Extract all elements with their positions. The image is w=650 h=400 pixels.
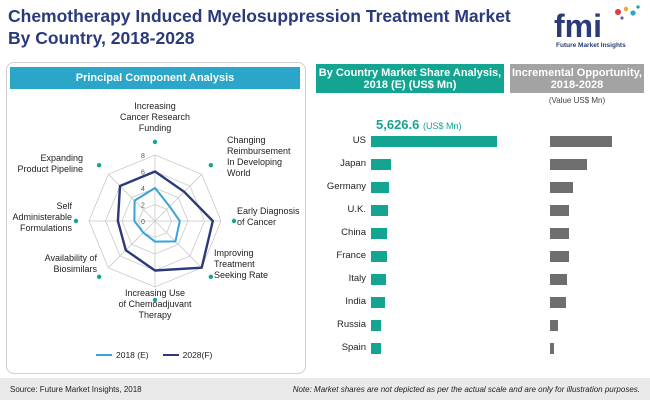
radar-axis-label: Early Diagnosis	[237, 206, 300, 216]
radar-series-0	[133, 187, 181, 243]
pca-banner: Principal Component Analysis	[10, 67, 300, 89]
radar-axis-label: Therapy	[138, 310, 172, 320]
share-bar	[371, 205, 388, 216]
logo-tagline: Future Market Insights	[556, 42, 626, 49]
country-label: France	[336, 250, 366, 261]
radar-axis-label: Expanding	[40, 153, 83, 163]
incremental-bar	[550, 251, 569, 262]
radar-axis-label: Formulations	[20, 223, 73, 233]
share-bar	[371, 274, 386, 285]
radar-axis-label: Improving	[214, 248, 254, 258]
country-label: Germany	[326, 181, 366, 192]
radar-axis-label: Availability of	[45, 253, 98, 263]
radar-series-1	[116, 170, 215, 272]
country-label: China	[341, 227, 366, 238]
radar-axis-label: Administerable	[12, 212, 72, 222]
radar-tick-label: 2	[141, 203, 145, 210]
radar-axis-label: Seeking Rate	[214, 270, 268, 280]
us-unit: (US$ Mn)	[423, 121, 462, 131]
share-bar	[371, 297, 385, 308]
radar-spoke	[108, 174, 156, 222]
country-label: U.K.	[347, 204, 366, 215]
radar-axis-label: Self	[56, 201, 72, 211]
incremental-bar	[550, 159, 588, 170]
radar-axis-marker	[208, 274, 214, 280]
radar-legend: 2018 (E) 2028(F)	[96, 350, 212, 360]
radar-tick-label: 4	[141, 186, 145, 193]
legend-label-2018: 2018 (E)	[116, 350, 149, 360]
radar-spoke	[154, 220, 202, 268]
footer: Source: Future Market Insights, 2018 Not…	[0, 378, 650, 400]
share-bar	[371, 320, 381, 331]
country-label: US	[352, 135, 366, 146]
radar-axis-marker	[208, 162, 214, 168]
radar-tick-label: 0	[141, 219, 145, 226]
legend-label-2028: 2028(F)	[182, 350, 213, 360]
incremental-bar	[550, 274, 568, 285]
share-bar	[371, 159, 391, 170]
radar-spoke	[108, 220, 156, 268]
share-bar	[371, 251, 387, 262]
incremental-bar	[550, 320, 559, 331]
legend-item-2018: 2018 (E)	[96, 350, 149, 360]
radar-axis-label: Cancer Research	[120, 112, 190, 122]
radar-spoke	[154, 174, 202, 222]
legend-item-2028: 2028(F)	[162, 350, 213, 360]
radar-axis-marker	[73, 218, 79, 224]
incremental-bar	[550, 205, 569, 216]
us-value: 5,626.6	[376, 117, 420, 132]
legend-swatch-2018	[96, 354, 112, 356]
radar-axis-marker	[96, 162, 102, 168]
radar-axis-marker	[231, 218, 237, 224]
radar-axis-marker	[152, 297, 158, 303]
radar-axis-label: In Developing	[227, 157, 282, 167]
share-bar	[371, 228, 388, 239]
radar-axis-label: Product Pipeline	[17, 164, 83, 174]
radar-axis-label: Changing	[227, 135, 266, 145]
radar-axis-label: Funding	[139, 123, 172, 133]
radar-tick-label: 6	[141, 170, 145, 177]
country-label: Japan	[340, 158, 366, 169]
radar-axis-label: of Chemoadjuvant	[118, 299, 192, 309]
footer-source: Source: Future Market Insights, 2018	[10, 384, 142, 394]
pca-panel	[6, 62, 306, 374]
radar-axis-label: Increasing	[134, 101, 176, 111]
country-label: Russia	[336, 319, 366, 330]
incremental-bar	[550, 343, 555, 354]
us-data-label: 5,626.6 (US$ Mn)	[376, 117, 462, 132]
legend-swatch-2028	[162, 354, 179, 356]
incremental-banner: Incremental Opportunity, 2018-2028	[510, 64, 644, 93]
radar-axis-label: Reimbursement	[227, 146, 291, 156]
incremental-bar	[550, 297, 566, 308]
incremental-bar	[550, 136, 612, 147]
radar-axis-label: Biosimilars	[53, 264, 97, 274]
country-label: Spain	[341, 342, 366, 353]
share-bar	[371, 136, 497, 147]
country-label: India	[345, 296, 366, 307]
radar-axis-label: World	[227, 168, 250, 178]
incremental-unit: (Value US$ Mn)	[548, 96, 606, 105]
fmi-logo: fmi	[554, 5, 640, 44]
radar-axis-label: of Cancer	[237, 217, 276, 227]
radar-axis-label: Increasing Use	[125, 288, 185, 298]
radar-tick-label: 8	[141, 153, 145, 160]
share-bar	[371, 343, 381, 354]
logo-mark: fmi	[554, 8, 602, 44]
share-banner: By Country Market Share Analysis, 2018 (…	[316, 64, 504, 93]
share-bar	[371, 182, 389, 193]
country-label: Italy	[348, 273, 366, 284]
radar-axis-marker	[96, 274, 102, 280]
incremental-bar	[550, 182, 573, 193]
radar-axis-label: Treatment	[214, 259, 255, 269]
radar-axis-marker	[152, 139, 158, 145]
incremental-bar	[550, 228, 569, 239]
page-title: Chemotherapy Induced Myelosuppression Tr…	[8, 6, 511, 48]
footer-note: Note: Market shares are not depicted as …	[292, 384, 640, 394]
